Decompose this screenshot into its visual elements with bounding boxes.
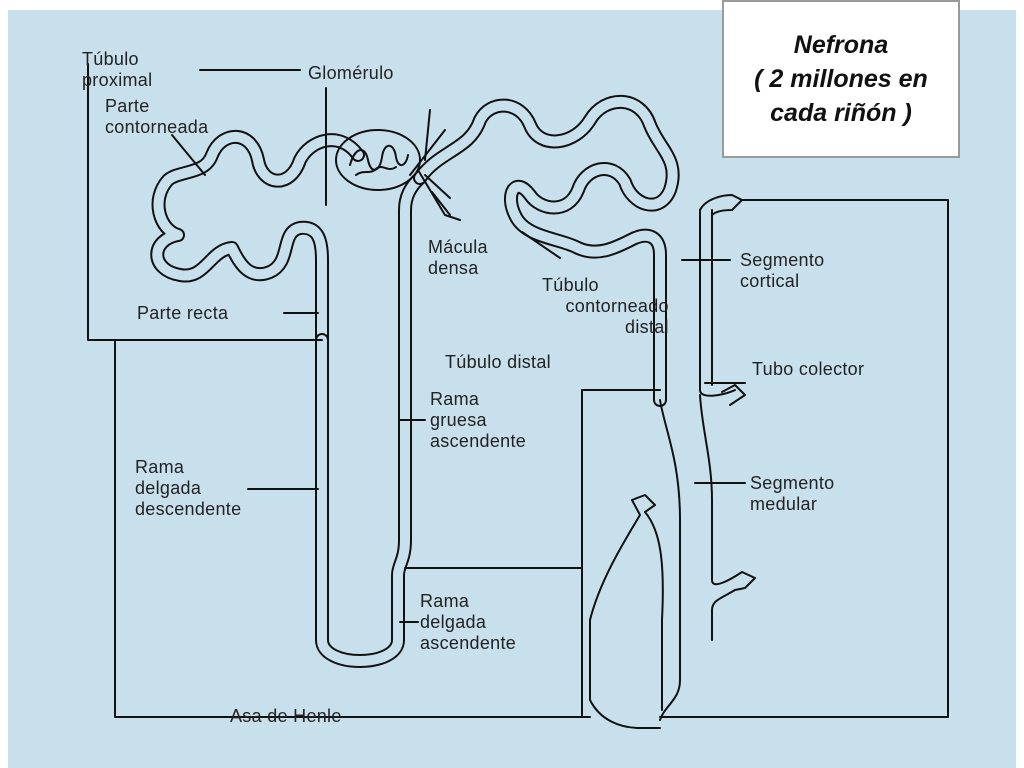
collecting-duct (589, 194, 756, 729)
proximal-convoluted-tubule (150, 129, 365, 347)
label-macula-densa: Mácula densa (428, 237, 488, 278)
loop-of-henle (315, 171, 427, 668)
label-tubulo-contorneado-distal: Túbulo contorneado distal (542, 275, 669, 337)
label-tubulo-proximal: Túbulo proximal (82, 49, 153, 90)
region-boxes (87, 63, 949, 718)
label-rama-delgada-descendente: Rama delgada descendente (135, 457, 242, 519)
leader-lines (171, 69, 746, 718)
label-segmento-cortical: Segmento cortical (740, 250, 825, 291)
glomerulus (335, 109, 461, 221)
distal-convoluted-tubule (413, 94, 680, 407)
label-segmento-medular: Segmento medular (750, 473, 835, 514)
label-parte-recta: Parte recta (137, 303, 229, 323)
label-rama-gruesa-ascendente: Rama gruesa ascendente (430, 389, 527, 451)
label-parte-contorneada: Parte contorneada (105, 96, 209, 137)
label-tubo-colector: Tubo colector (752, 359, 865, 379)
label-tubulo-distal: Túbulo distal (445, 352, 551, 372)
title-line-3: cada riñón ) (770, 99, 912, 127)
title-line-1: Nefrona (793, 31, 889, 59)
label-glomerulo: Glomérulo (308, 63, 394, 83)
title-box: Nefrona ( 2 millones en cada riñón ) (722, 0, 960, 158)
label-asa-de-henle: Asa de Henle (230, 706, 342, 726)
label-rama-delgada-ascendente: Rama delgada ascendente (420, 591, 517, 653)
title-line-2: ( 2 millones en (754, 65, 928, 93)
